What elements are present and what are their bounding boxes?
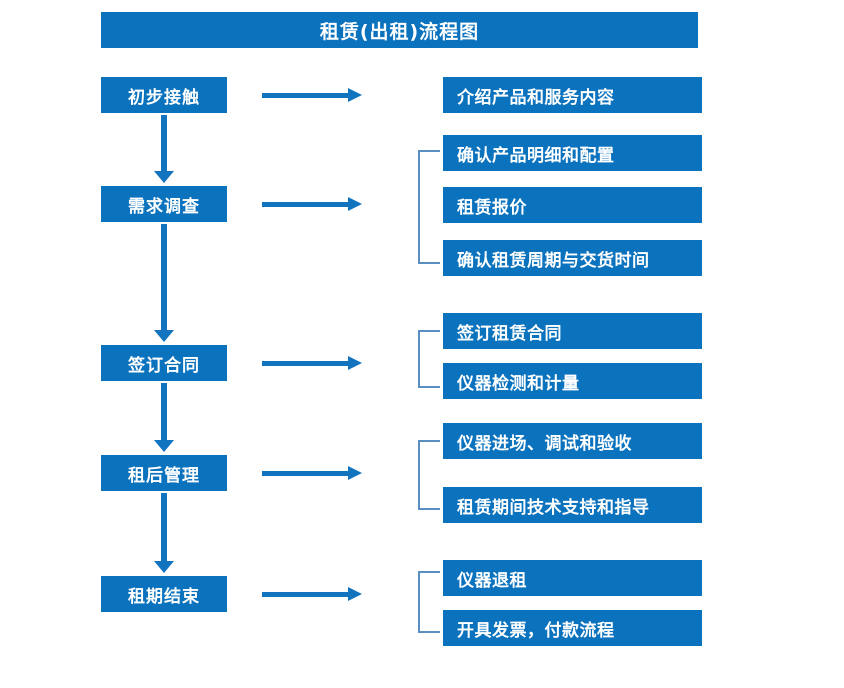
detail-box-8[interactable]: 租赁期间技术支持和指导 [443,487,702,523]
horizontal-arrow-5 [262,587,362,601]
horizontal-arrow-1 [262,88,362,102]
detail-box-7[interactable]: 仪器进场、调试和验收 [443,423,702,459]
group-bracket-4 [418,440,440,510]
detail-box-5[interactable]: 签订租赁合同 [443,313,702,349]
detail-box-10[interactable]: 开具发票，付款流程 [443,610,702,646]
group-bracket-5 [418,571,440,633]
horizontal-arrow-4 [262,466,362,480]
group-bracket-2 [418,150,440,264]
horizontal-arrow-3 [262,356,362,370]
vertical-arrow-2-to-3 [154,224,174,342]
vertical-arrow-3-to-4 [154,383,174,452]
detail-box-3[interactable]: 租赁报价 [443,187,702,223]
detail-box-2[interactable]: 确认产品明细和配置 [443,135,702,171]
stage-box-4[interactable]: 租后管理 [101,455,227,491]
horizontal-arrow-2 [262,197,362,211]
vertical-arrow-4-to-5 [154,493,174,573]
vertical-arrow-1-to-2 [154,115,174,183]
detail-box-9[interactable]: 仪器退租 [443,560,702,596]
stage-box-3[interactable]: 签订合同 [101,345,227,381]
group-bracket-3 [418,330,440,388]
stage-box-2[interactable]: 需求调查 [101,186,227,222]
stage-box-5[interactable]: 租期结束 [101,576,227,612]
detail-box-1[interactable]: 介绍产品和服务内容 [443,77,702,113]
detail-box-6[interactable]: 仪器检测和计量 [443,363,702,399]
detail-box-4[interactable]: 确认租赁周期与交货时间 [443,240,702,276]
stage-box-1[interactable]: 初步接触 [101,77,227,113]
page-title: 租赁(出租)流程图 [101,12,698,48]
